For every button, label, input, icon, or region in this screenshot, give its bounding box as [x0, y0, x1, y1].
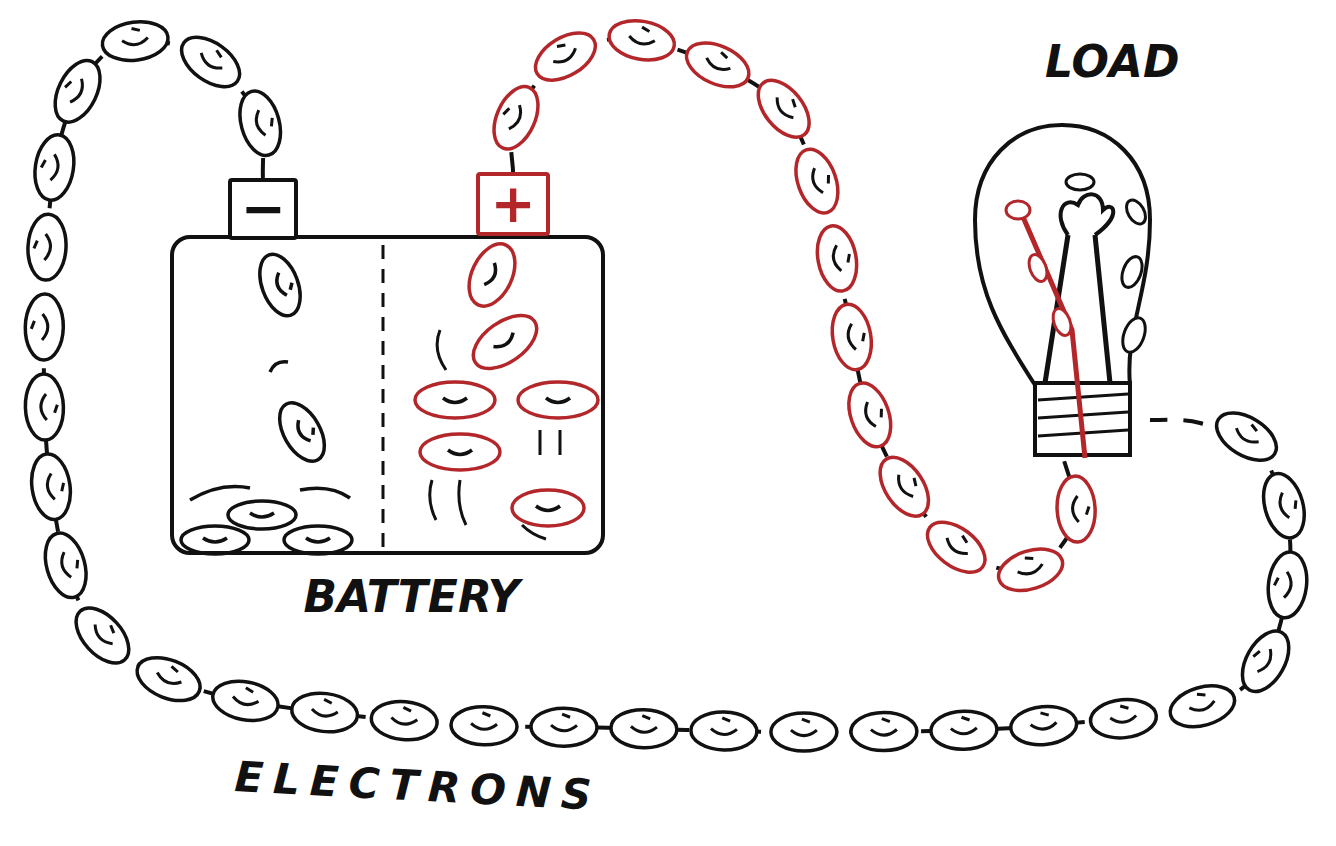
- electron: [680, 34, 756, 95]
- electron: [1265, 550, 1311, 620]
- motion-marks: [430, 330, 560, 539]
- electron: [25, 294, 64, 361]
- electron: [870, 449, 938, 525]
- electron: [1009, 704, 1078, 748]
- electron: [851, 712, 917, 750]
- electron: [24, 374, 64, 441]
- electron: [993, 542, 1067, 598]
- electron: [131, 649, 206, 709]
- electron: [31, 132, 79, 203]
- electron: [812, 222, 861, 294]
- load-bulb: LOAD: [975, 125, 1150, 455]
- electron: [450, 706, 517, 746]
- battery-red-electrons: [415, 237, 598, 526]
- electron: [46, 53, 109, 129]
- battery-electrons: [181, 249, 352, 554]
- electron: [1233, 623, 1299, 699]
- electron: [918, 512, 994, 582]
- electron: [828, 301, 876, 372]
- negative-terminal: −: [228, 178, 298, 240]
- electron: [26, 213, 67, 281]
- electron: [290, 690, 360, 735]
- part-name: LOAD: [1045, 40, 1179, 84]
- electron: [28, 451, 75, 522]
- electron: [1257, 469, 1311, 543]
- terminal-sign: −: [240, 182, 285, 236]
- electron: [370, 699, 439, 743]
- positive-terminal: +: [476, 172, 550, 236]
- caption-label: ELECTRONS: [233, 752, 602, 820]
- electron: [930, 710, 997, 750]
- electron: [1089, 697, 1158, 741]
- electron: [610, 709, 677, 749]
- electron: [606, 16, 678, 65]
- terminal-sign: +: [490, 177, 535, 231]
- electron: [1056, 475, 1097, 543]
- electron: [100, 18, 170, 64]
- electron: [527, 23, 603, 90]
- electron: [38, 528, 92, 602]
- electron: [66, 598, 139, 672]
- electron: [233, 86, 287, 160]
- battery-body: BATTERY: [170, 235, 605, 555]
- cell-divider: [382, 245, 385, 552]
- electron: [485, 80, 547, 156]
- electron: [788, 144, 846, 219]
- light-bulb: [975, 125, 1174, 458]
- electron: [690, 711, 757, 751]
- electron: [173, 27, 249, 96]
- electron: [1165, 679, 1239, 734]
- electron: [531, 708, 597, 747]
- electron: [1208, 403, 1284, 470]
- part-name: BATTERY: [303, 575, 519, 619]
- electron: [209, 676, 281, 726]
- electron: [771, 713, 837, 751]
- electron: [748, 71, 819, 146]
- electron: [841, 378, 898, 453]
- electron-wire: [44, 41, 1291, 733]
